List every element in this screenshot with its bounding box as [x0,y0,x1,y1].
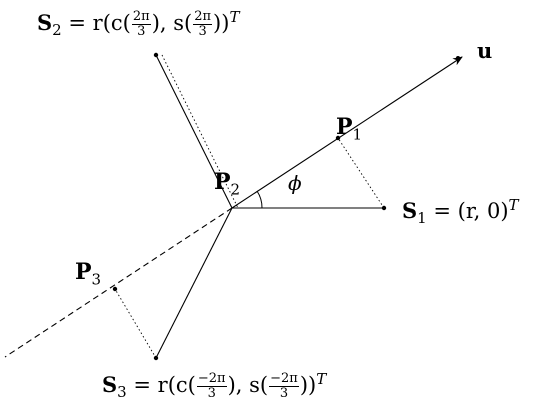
label-s3-suffix: )) [299,373,317,397]
label-u: u [477,40,492,62]
label-s1-main: S [402,198,418,223]
angle-arc-phi [256,190,263,209]
label-s2-frac1-den: 3 [137,24,146,39]
u-axis-negative-dashed [4,207,233,358]
label-p2-sub: 2 [230,180,241,199]
label-u-text: u [477,38,493,63]
label-s3-frac2-den: 3 [279,386,289,401]
label-s1-sub: 1 [417,209,427,228]
label-p3-sub: 3 [91,270,102,289]
label-s1: S1 = (r, 0)T [402,198,519,226]
label-p2: P2 [214,171,240,197]
point-u [456,56,460,60]
label-s3-middle: ), s( [227,373,269,397]
label-p3-main: P [75,259,92,285]
u-axis-line [231,56,463,209]
label-p1: P1 [336,116,362,142]
vector-s3 [155,207,233,359]
label-s2-sup: T [229,8,240,26]
vector-s2 [155,54,233,209]
label-s1-rhs: = (r, 0) [433,199,509,223]
label-s2-sub: 2 [52,21,62,40]
point-p3 [112,286,118,292]
label-s2-main: S [37,10,53,35]
label-p3: P3 [75,261,101,287]
label-s2-frac2-num: 2π [193,9,213,25]
label-s1-sup: T [508,196,519,214]
label-s3-sub: 3 [117,383,127,402]
projection-s1-p1 [337,137,385,209]
label-s2-prefix: = r(c( [68,11,131,35]
label-s3-sup: T [316,370,327,388]
projection-s2-p2 [161,54,239,209]
label-s3-prefix: = r(c( [133,373,196,397]
point-s1 [381,205,387,211]
label-phi-text: ϕ [288,171,302,195]
label-s3-frac1-den: 3 [207,386,216,401]
label-p2-main: P [214,169,231,195]
label-phi: ϕ [288,173,302,193]
point-s3 [153,355,159,361]
label-s2-frac1-num: 2π [131,9,151,25]
label-s3-main: S [102,372,118,397]
label-s2-suffix: )) [213,11,230,35]
label-s2-frac2-den: 3 [198,24,207,39]
label-s3-frac2-num: −2π [269,371,299,387]
label-p1-sub: 1 [352,125,363,144]
projection-s3-p3 [114,288,157,359]
point-p1 [335,135,341,141]
label-p1-main: P [336,114,353,140]
label-s3-frac1-num: −2π [196,371,227,387]
point-s2 [153,52,159,58]
label-s2-middle: ), s( [151,11,193,35]
